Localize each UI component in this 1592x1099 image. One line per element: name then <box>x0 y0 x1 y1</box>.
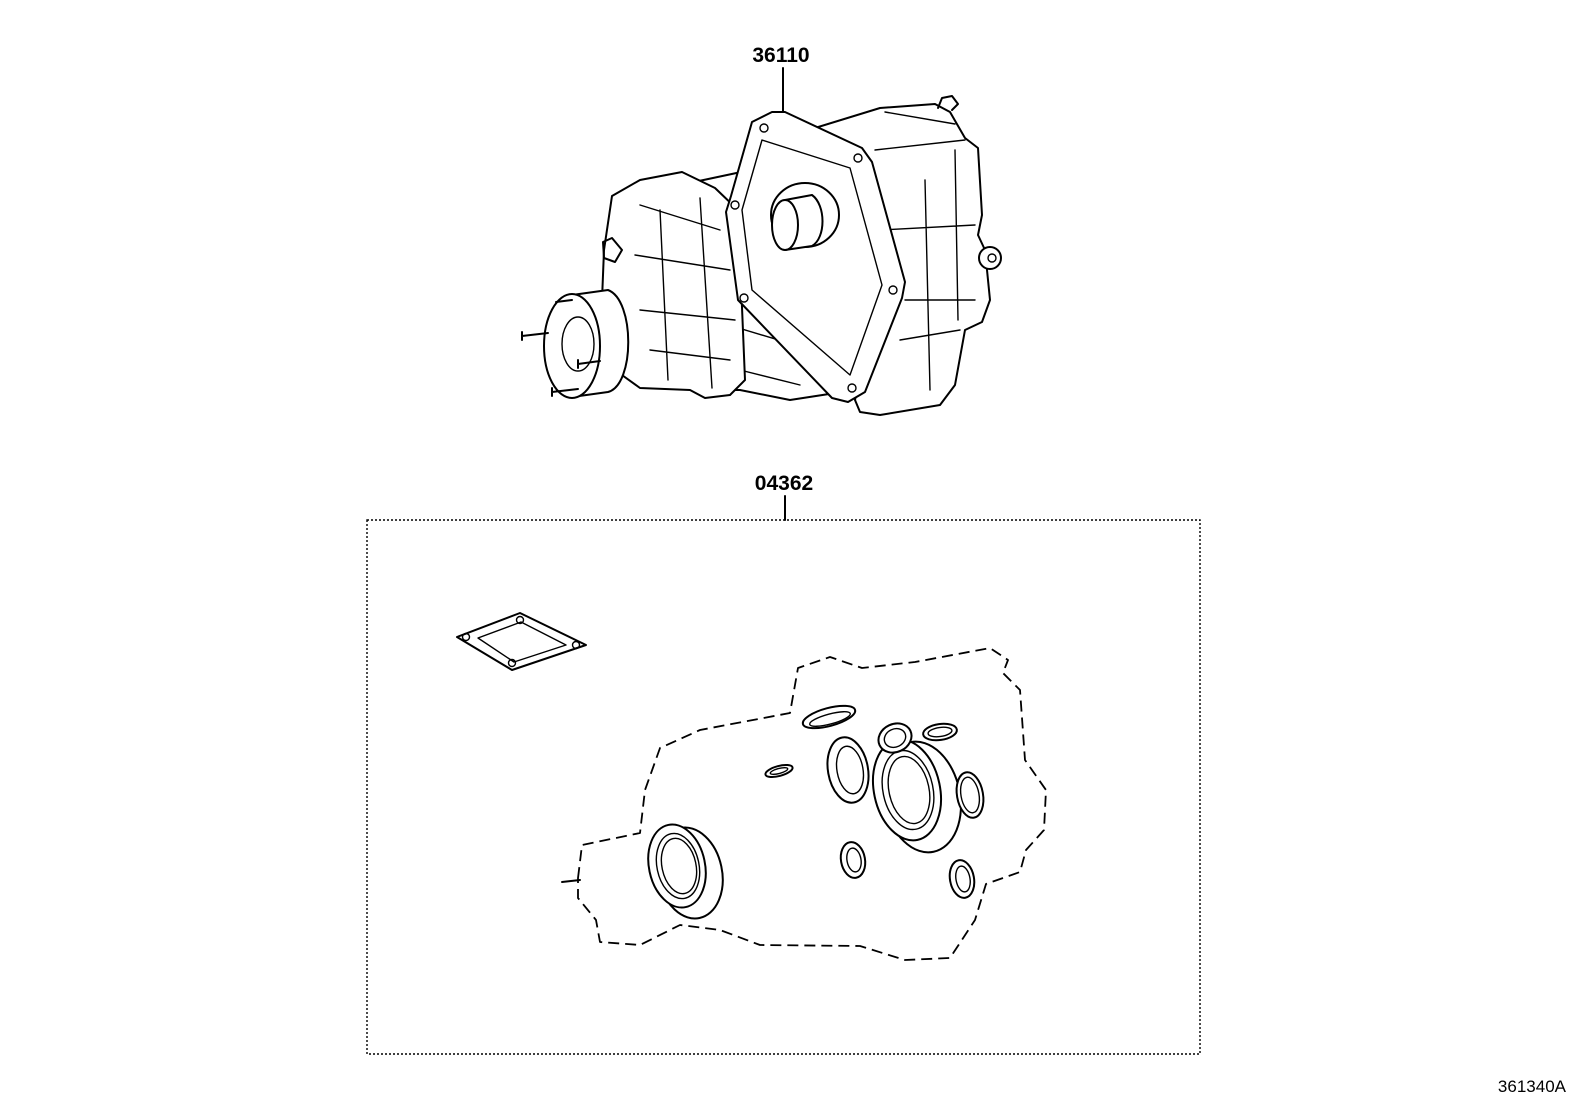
oil-seal-main-bore <box>887 755 931 825</box>
rear-plug-inner <box>987 253 997 263</box>
rear-plug <box>978 246 1002 270</box>
flange-studs <box>521 299 601 397</box>
seal-small-right <box>948 859 976 899</box>
shaft-stub <box>561 879 581 883</box>
bolt-hole <box>888 285 898 295</box>
figure-code: 361340A <box>1498 1077 1567 1096</box>
o-ring-flat <box>922 722 958 742</box>
stud-3 <box>577 359 601 369</box>
o-ring-flat-inner <box>927 726 953 738</box>
gasket-bolt-hole <box>461 632 471 642</box>
adapter-plate-inner <box>741 139 883 376</box>
o-ring-right <box>955 771 985 819</box>
callout-label-gasket-kit[interactable]: 04362 <box>755 472 813 495</box>
seal-small-lower <box>839 841 867 879</box>
bolt-hole <box>853 153 863 163</box>
callout-label-assembly[interactable]: 36110 <box>752 44 809 67</box>
bolt-hole <box>759 123 769 133</box>
oil-seal-medium <box>826 736 870 804</box>
transfer-assembly-drawing <box>521 95 1002 416</box>
oil-seal-large-lip <box>655 832 701 900</box>
bolt-hole <box>739 293 749 303</box>
oil-seal-large-bore <box>660 837 698 895</box>
case-phantom-outline <box>577 647 1047 961</box>
adapter-plate <box>725 111 906 403</box>
gasket-bolt-hole <box>515 615 525 625</box>
seal-small-lower-inner <box>846 847 862 873</box>
snap-ring-small <box>764 763 794 779</box>
oil-seal-medium-bore <box>835 745 865 795</box>
extension-housing-ribs <box>634 197 736 389</box>
stud-1 <box>521 331 549 341</box>
rear-housing <box>814 103 991 416</box>
adapter-plate-bolts <box>730 123 898 393</box>
stud-2 <box>551 387 579 397</box>
stud-4 <box>555 299 573 303</box>
seal-small-right-inner <box>955 865 971 893</box>
snap-ring-small-inner <box>769 766 789 776</box>
ring-seal-top-inner <box>808 711 852 727</box>
rear-hook <box>937 95 959 111</box>
gasket-bolt-hole <box>571 640 581 650</box>
input-shaft-end <box>771 199 799 251</box>
gasket-kit-frame <box>366 519 1201 1055</box>
gasket-kit-contents <box>456 612 1047 961</box>
o-ring-right-inner <box>959 776 981 814</box>
gasket-bolt-hole <box>507 658 517 668</box>
flange-bore <box>561 316 595 372</box>
flat-gasket <box>456 612 587 671</box>
rear-housing-ribs <box>874 111 976 391</box>
o-ring-upper-inner <box>883 727 907 749</box>
bolt-hole <box>847 383 857 393</box>
flange-face <box>543 293 601 399</box>
extension-boss <box>602 237 623 263</box>
flat-gasket-opening <box>477 621 567 663</box>
bolt-hole <box>730 200 740 210</box>
